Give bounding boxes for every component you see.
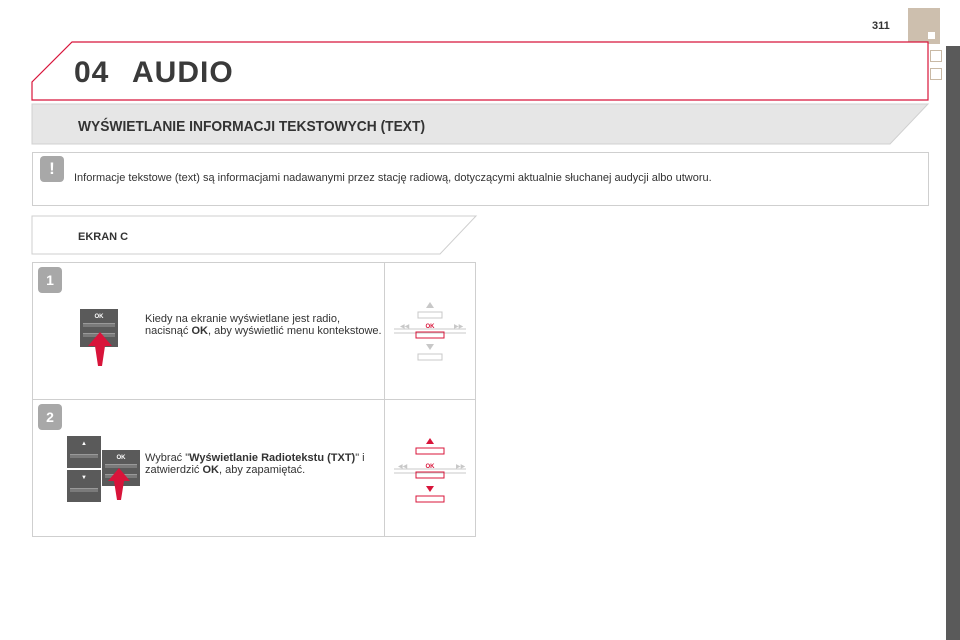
exclamation-icon: ! [40, 156, 64, 182]
press-arrow-icon [88, 332, 112, 366]
steps-row-divider [32, 399, 476, 400]
info-box [32, 152, 929, 206]
sidebar-box-icon [930, 68, 942, 80]
ok-key-label: OK [116, 455, 126, 461]
svg-text:▶▶: ▶▶ [454, 324, 464, 330]
corner-tab [908, 8, 940, 44]
press-arrow-icon [108, 468, 130, 500]
svg-text:◀◀: ◀◀ [400, 324, 410, 330]
step-2-text: Wybrać "Wyświetlanie Radiotekstu (TXT)" … [145, 452, 365, 476]
control-diagram-2: ◀◀ ▶▶ OK [394, 438, 466, 503]
step-1-badge: 1 [38, 267, 62, 293]
section-title: WYŚWIETLANIE INFORMACJI TEKSTOWYCH (TEXT… [78, 118, 426, 135]
screen-label: EKRAN C [78, 231, 129, 243]
svg-text:◀◀: ◀◀ [398, 464, 408, 470]
chapter-title: AUDIO [132, 56, 234, 89]
svg-text:▶▶: ▶▶ [456, 464, 466, 470]
down-button-icon: ▼ [67, 470, 101, 502]
step-2-badge: 2 [38, 404, 62, 430]
screen-label-band [31, 215, 478, 255]
svg-text:OK: OK [426, 324, 436, 330]
svg-text:OK: OK [426, 464, 436, 470]
sidebar-box-icon [930, 50, 942, 62]
chapter-number: 04 [74, 56, 110, 89]
page-number: 311 [872, 20, 890, 32]
section-header-band [31, 103, 930, 145]
corner-tab-dot [928, 32, 935, 39]
right-sidebar-bar [946, 46, 960, 640]
chapter-header-band [31, 41, 929, 101]
ok-key-label: OK [94, 314, 104, 320]
control-diagram-1: ◀◀ ▶▶ OK [394, 302, 466, 361]
info-text: Informacje tekstowe (text) są informacja… [74, 172, 712, 184]
step-1-text: Kiedy na ekranie wyświetlane jest radio,… [145, 313, 382, 337]
up-button-icon: ▲ [67, 436, 101, 468]
